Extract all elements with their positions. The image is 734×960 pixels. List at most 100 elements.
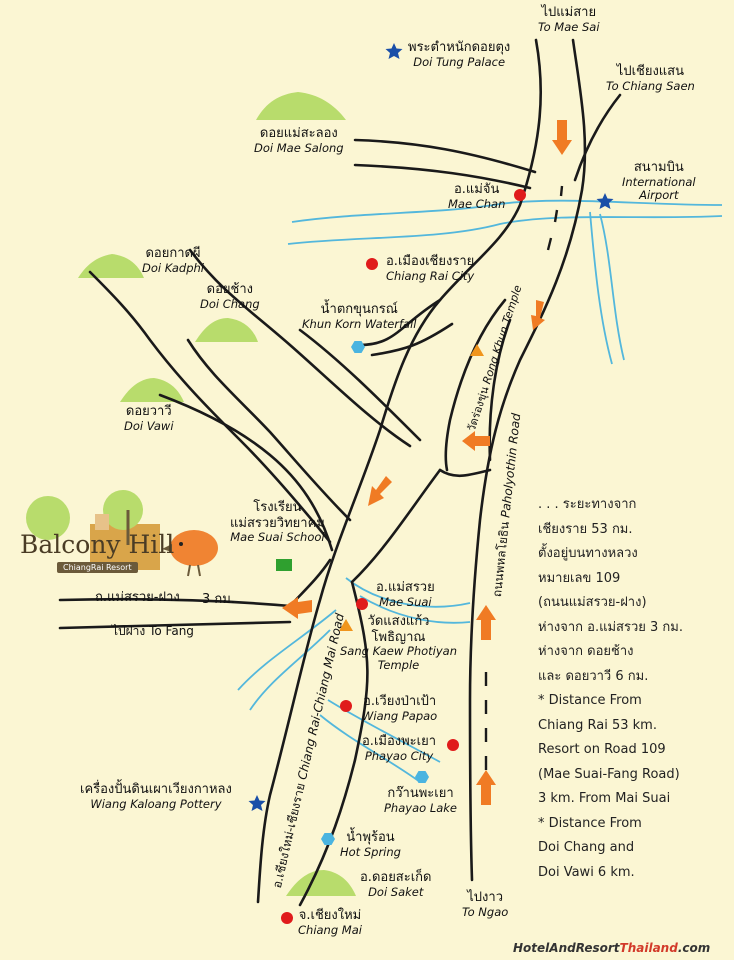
river <box>237 609 337 691</box>
arrow-down-icon <box>552 120 572 155</box>
label-mae-suai-fang-road: ถ.แม่สรวย-ฝาง <box>95 590 180 605</box>
bird-leg <box>197 564 201 577</box>
river <box>589 211 613 365</box>
road <box>444 298 507 472</box>
logo-house <box>95 514 109 530</box>
roads <box>58 38 622 907</box>
road <box>438 468 492 478</box>
note-line: 3 km. From Mai Suai <box>538 791 671 806</box>
lake-icon <box>415 771 429 783</box>
star-icon <box>596 193 614 209</box>
note-line: ห่างจาก ดอยช้าง <box>538 644 634 659</box>
mountain-icon <box>78 254 144 278</box>
road <box>370 322 454 357</box>
stars <box>248 43 614 811</box>
logo-tree <box>103 490 143 530</box>
star-icon <box>248 795 266 811</box>
arrow-left-icon <box>462 431 490 451</box>
note-line: Doi Vawi 6 km. <box>538 864 635 880</box>
school-icon <box>276 559 292 571</box>
city-dot-icon <box>281 912 293 924</box>
road <box>358 298 442 347</box>
road <box>353 163 532 190</box>
mountain-icon <box>120 378 184 402</box>
note-line: และ ดอยวาวี 6 กม. <box>538 668 649 684</box>
river <box>291 199 723 223</box>
road <box>88 270 332 544</box>
note-line: ห่างจาก อ.แม่สรวย 3 กม. <box>538 619 683 635</box>
road <box>188 248 412 448</box>
distance-note: . . . ระยะทางจาก เชียงราย 53 กม. ตั้งอยู… <box>538 493 728 885</box>
arrow-left-icon <box>368 476 392 506</box>
logo-tree <box>26 496 70 540</box>
mountain-icon <box>256 92 346 120</box>
star-icon <box>385 43 403 59</box>
river <box>359 595 471 624</box>
note-line: Resort on Road 109 <box>538 742 666 757</box>
temple-icon <box>470 344 484 356</box>
mountains <box>78 92 356 896</box>
note-line: * Distance From <box>538 815 642 831</box>
river <box>327 699 441 763</box>
road <box>58 620 292 630</box>
city-dot-icon <box>366 258 378 270</box>
mountain-icon <box>195 318 258 342</box>
mountain-icon <box>286 870 356 896</box>
note-line: Doi Chang and <box>538 840 635 855</box>
direction-arrows <box>282 120 572 805</box>
city-dot-icon <box>447 739 459 751</box>
arrow-up-icon <box>476 770 496 805</box>
note-line: Chiang Rai 53 km. <box>538 717 657 733</box>
road-dash <box>546 237 553 251</box>
label-road-distance: 3 กม. <box>202 592 235 607</box>
note-line: . . . ระยะทางจาก <box>538 497 637 512</box>
road <box>158 393 334 552</box>
temples <box>339 344 484 631</box>
hot-spring-icon <box>321 833 335 845</box>
road <box>256 38 543 904</box>
logo-title: Balcony Hill <box>20 530 175 559</box>
note-line: เชียงราย 53 กม. <box>538 521 633 537</box>
rivers <box>237 199 723 783</box>
arrow-left-icon <box>282 597 312 619</box>
label-chiang-mai: จ.เชียงใหม่Chiang Mai <box>298 908 362 937</box>
river <box>249 629 331 711</box>
road <box>468 38 587 882</box>
river <box>599 213 625 361</box>
road <box>58 597 292 608</box>
city-dots <box>281 189 526 924</box>
watermark: HotelAndResortThailand.com <box>513 941 711 955</box>
road <box>573 93 622 182</box>
label-to-fang: ไปฝาง To Fang <box>112 624 194 638</box>
note-line: (ถนนแม่สรวย-ฝาง) <box>538 595 647 610</box>
river <box>319 714 421 783</box>
road <box>350 468 442 584</box>
road-dash <box>559 185 564 197</box>
bird-beak <box>162 544 172 552</box>
note-line: ตั้งอยู่บนทางหลวง <box>538 546 638 561</box>
bird-eye <box>179 542 183 546</box>
road <box>298 580 369 907</box>
river <box>287 215 723 245</box>
river <box>345 577 471 608</box>
bird-leg <box>187 564 191 577</box>
label-doi-kadphi: ดอยกาดผีDoi Kadphi <box>142 246 205 275</box>
city-dot-icon <box>340 700 352 712</box>
